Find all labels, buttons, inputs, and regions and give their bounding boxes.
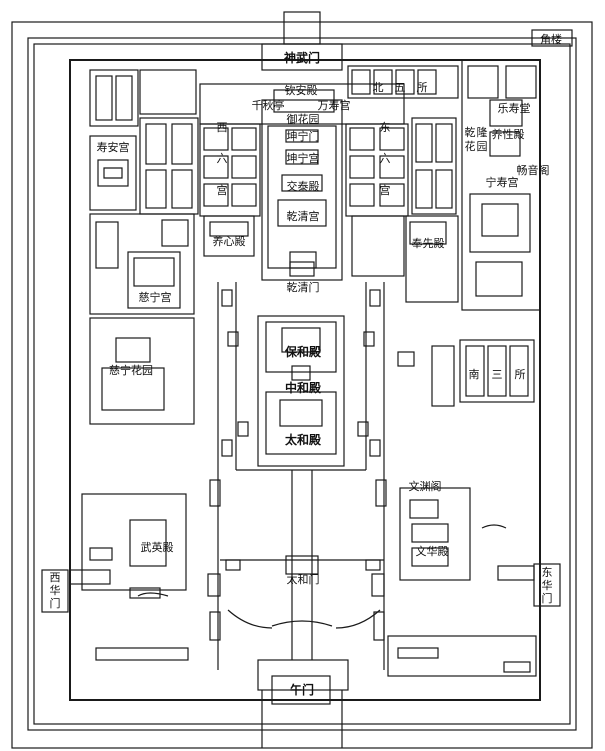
corner-tower-building — [531, 29, 573, 47]
east-gate-char-2: 华 — [542, 578, 553, 592]
jiaotai-hall-label: 交泰殿 — [287, 179, 320, 193]
kunning-palace-label: 坤宁宫 — [287, 151, 320, 165]
changyin-pavilion-label: 畅音阁 — [517, 163, 550, 177]
nansan-char-2: 三 — [492, 368, 503, 381]
baohe-hall-label: 保和殿 — [284, 344, 322, 359]
south-gate-label: 午门 — [290, 682, 314, 697]
cining-garden-label: 慈宁花园 — [109, 363, 153, 377]
qianlong-garden-char-3: 花 — [465, 140, 476, 153]
fengxian-hall-label: 奉先殿 — [412, 236, 445, 250]
west-six-char-1: 西 — [217, 121, 228, 134]
leshou-hall-label: 乐寿堂 — [498, 101, 531, 115]
west-gate-char-1: 西 — [50, 571, 61, 584]
west-six-char-2: 六 — [217, 152, 228, 165]
east-six-char-3: 宫 — [380, 183, 391, 197]
taihe-gate-label: 太和门 — [287, 572, 320, 586]
nansan-char-3: 所 — [515, 368, 526, 381]
wanshou-palace-label: 万寿宫 — [318, 98, 351, 112]
wenhua-hall-label: 文华殿 — [416, 544, 449, 558]
west-gate-char-3: 门 — [50, 596, 61, 610]
qianlong-garden-char-1: 乾 — [465, 126, 476, 139]
inner-wall — [27, 37, 577, 731]
qinan-hall-label: 钦安殿 — [285, 83, 318, 97]
cining-palace-label: 慈宁宫 — [139, 290, 172, 304]
ningshou-palace-label: 宁寿宫 — [486, 175, 519, 189]
west-six-char-3: 宫 — [217, 183, 228, 197]
east-six-char-2: 六 — [380, 152, 391, 165]
north-five-char-1: 北 — [373, 81, 384, 94]
nansan-char-1: 南 — [469, 368, 480, 381]
qianqing-palace-label: 乾清宫 — [287, 209, 320, 223]
qianlong-garden-char-4: 园 — [477, 140, 488, 153]
north-five-char-2: 五 — [395, 81, 406, 94]
kunning-gate-label: 坤宁门 — [287, 129, 320, 143]
south-gate-building — [257, 659, 349, 691]
corner-tower-label: 角楼 — [540, 32, 562, 46]
qianqiu-pavilion-label: 千秋亭 — [252, 98, 285, 112]
zhonghe-hall-label: 中和殿 — [285, 380, 322, 395]
east-gate-char-3: 门 — [542, 591, 553, 605]
taihe-hall-label: 太和殿 — [285, 432, 322, 447]
yangxing-hall-label: 养性殿 — [492, 127, 525, 141]
shouan-palace-label: 寿安宫 — [97, 140, 130, 154]
imperial-garden-label: 御花园 — [287, 112, 320, 126]
qianqing-gate-label: 乾清门 — [287, 280, 320, 294]
west-gate-building — [41, 569, 69, 613]
east-six-char-1: 东 — [380, 121, 391, 134]
east-gate-building — [533, 563, 561, 607]
west-gate-char-2: 华 — [50, 583, 61, 597]
qianlong-garden-char-2: 隆 — [477, 125, 488, 139]
outer-wall — [11, 21, 593, 749]
east-gate-char-1: 东 — [542, 566, 553, 579]
north-gate-label: 神武门 — [284, 50, 320, 65]
wenyuan-pavilion-label: 文渊阁 — [409, 479, 442, 493]
wuying-hall-label: 武英殿 — [141, 540, 174, 554]
north-five-char-3: 所 — [417, 81, 428, 94]
yangxin-hall-label: 养心殿 — [213, 234, 246, 248]
